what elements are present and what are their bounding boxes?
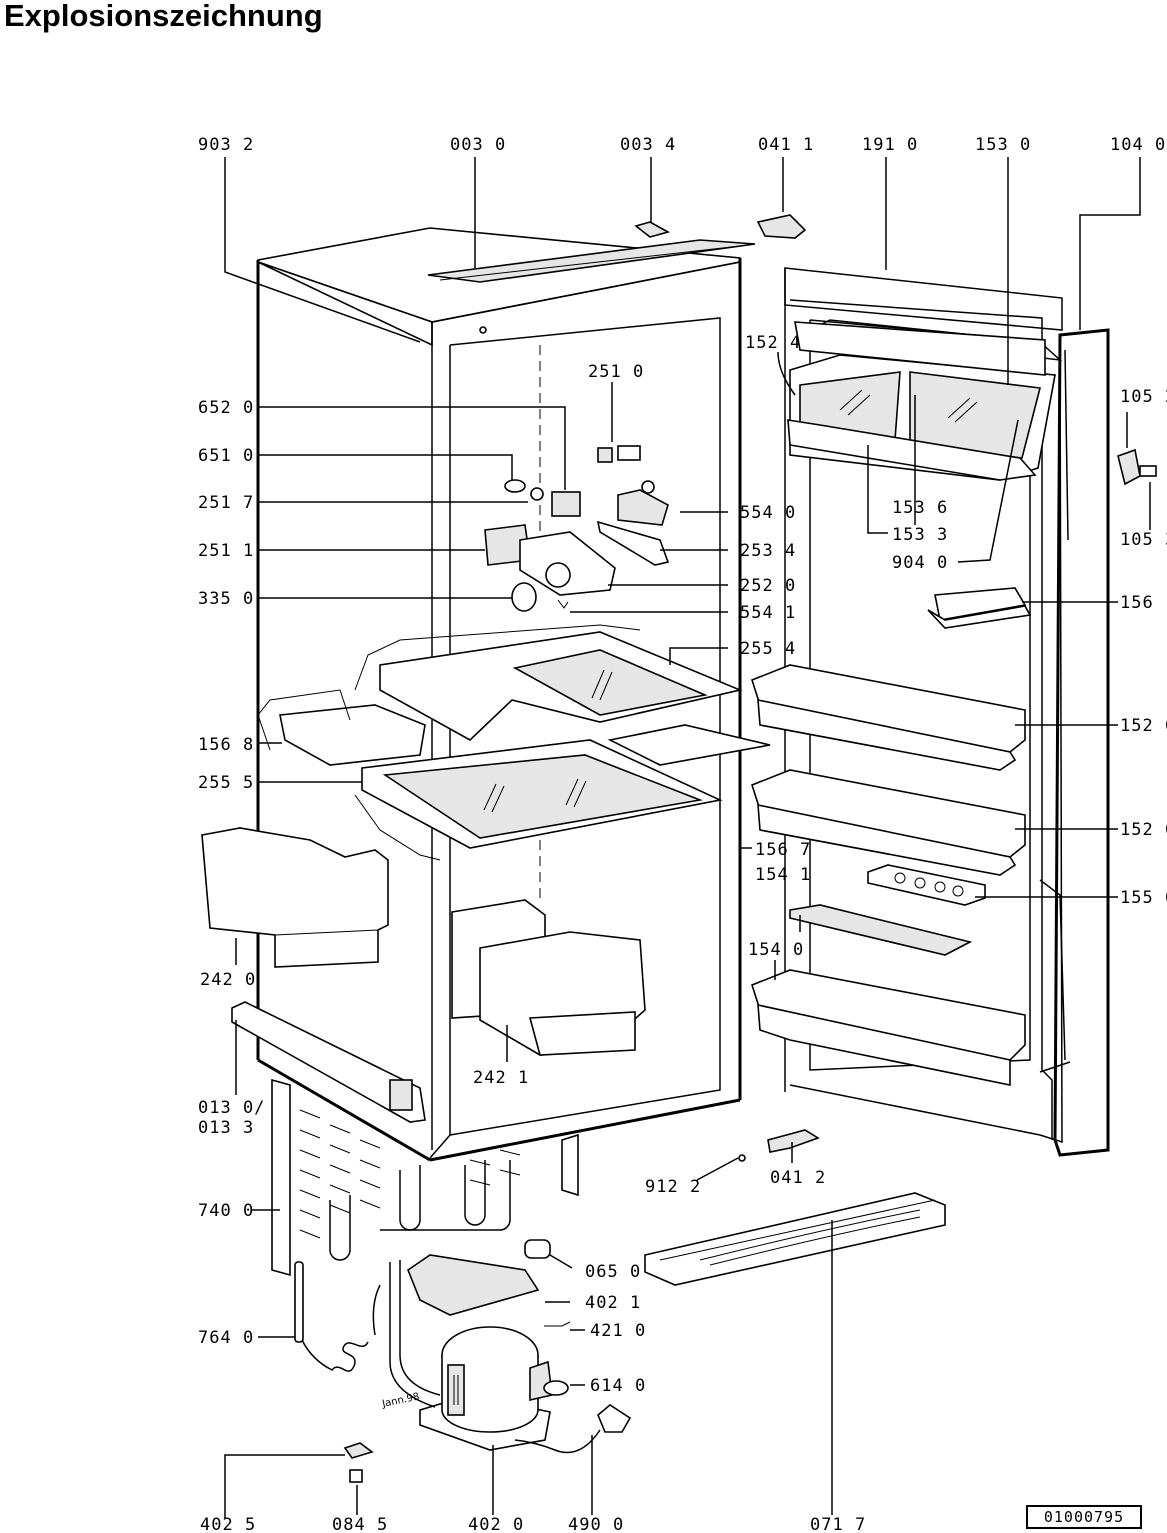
part-label-041-2: 041 2	[770, 1168, 826, 1188]
part-label-041-1: 041 1	[758, 135, 814, 155]
part-label-651-0: 651 0	[198, 446, 254, 466]
part-label-242-0: 242 0	[200, 970, 256, 990]
thermostat-capillary	[294, 1261, 381, 1372]
part-label-156-7: 156 7	[755, 840, 811, 860]
part-label-255-5: 255 5	[198, 773, 254, 793]
page-title: Explosionszeichnung	[4, 0, 323, 33]
glass-shelf	[361, 739, 723, 849]
part-label-154-0: 154 0	[748, 940, 804, 960]
part-label-105-2: 105 2	[1120, 387, 1167, 407]
part-label-490-0: 490 0	[568, 1515, 624, 1533]
draw-note: Jann.98	[380, 1391, 420, 1410]
part-label-402-1: 402 1	[585, 1293, 641, 1313]
part-label-154-1: 154 1	[755, 865, 811, 885]
part-label-402-5: 402 5	[200, 1515, 256, 1533]
part-label-740-0: 740 0	[198, 1201, 254, 1221]
part-labels: 903 2 003 0 003 4 041 1 191 0 153 0 104 …	[198, 135, 1167, 1533]
section-contour	[257, 624, 641, 861]
part-label-156-8: 156 8	[198, 735, 254, 755]
condenser	[271, 1078, 579, 1277]
part-label-251-7: 251 7	[198, 493, 254, 513]
leader-lines	[224, 157, 1151, 1518]
part-label-105-3: 105 3	[1120, 530, 1167, 550]
part-label-904-0: 904 0	[892, 553, 948, 573]
part-label-013-3: 013 3	[198, 1118, 254, 1138]
part-label-251-1: 251 1	[198, 541, 254, 561]
part-label-071-7: 071 7	[810, 1515, 866, 1533]
part-label-614-0: 614 0	[590, 1376, 646, 1396]
part-label-421-0: 421 0	[590, 1321, 646, 1341]
part-label-554-0: 554 0	[740, 503, 796, 523]
part-label-065-0: 065 0	[585, 1262, 641, 1282]
document-number: 01000795	[1026, 1505, 1142, 1529]
part-label-402-0: 402 0	[468, 1515, 524, 1533]
part-label-652-0: 652 0	[198, 398, 254, 418]
compressor: Jann.98	[343, 1239, 632, 1483]
part-label-251-0: 251 0	[588, 362, 644, 382]
part-label-003-0: 003 0	[450, 135, 506, 155]
part-label-152-0-lower: 152 0	[1120, 820, 1167, 840]
crisper-drawer	[201, 827, 389, 968]
part-label-153-0: 153 0	[975, 135, 1031, 155]
thermostat-assembly	[484, 445, 670, 612]
part-label-152-0-upper: 152 0	[1120, 716, 1167, 736]
part-label-084-5: 084 5	[332, 1515, 388, 1533]
part-label-153-3: 153 3	[892, 525, 948, 545]
part-label-912-2: 912 2	[645, 1177, 701, 1197]
part-label-155-0: 155 0	[1120, 888, 1167, 908]
door-handle	[644, 1192, 946, 1286]
part-label-903-2: 903 2	[198, 135, 254, 155]
part-label-764-0: 764 0	[198, 1328, 254, 1348]
door	[751, 267, 1110, 1157]
part-label-156-1: 156 1	[1120, 593, 1167, 613]
part-label-153-6: 153 6	[892, 498, 948, 518]
part-label-335-0: 335 0	[198, 589, 254, 609]
part-label-253-4: 253 4	[740, 541, 796, 561]
part-label-003-4: 003 4	[620, 135, 676, 155]
freezer-compartment-shelf	[379, 631, 743, 741]
part-label-252-0: 252 0	[740, 576, 796, 596]
cabinet-body	[231, 227, 756, 1162]
hinges	[479, 214, 1157, 1162]
part-label-013-0: 013 0/	[198, 1098, 265, 1118]
part-label-242-1: 242 1	[473, 1068, 529, 1088]
part-label-152-4: 152 4	[745, 333, 801, 353]
part-label-554-1: 554 1	[740, 603, 796, 623]
drip-tray	[279, 704, 771, 766]
part-label-255-4: 255 4	[740, 639, 796, 659]
part-label-191-0: 191 0	[862, 135, 918, 155]
part-label-104-0: 104 0	[1110, 135, 1166, 155]
